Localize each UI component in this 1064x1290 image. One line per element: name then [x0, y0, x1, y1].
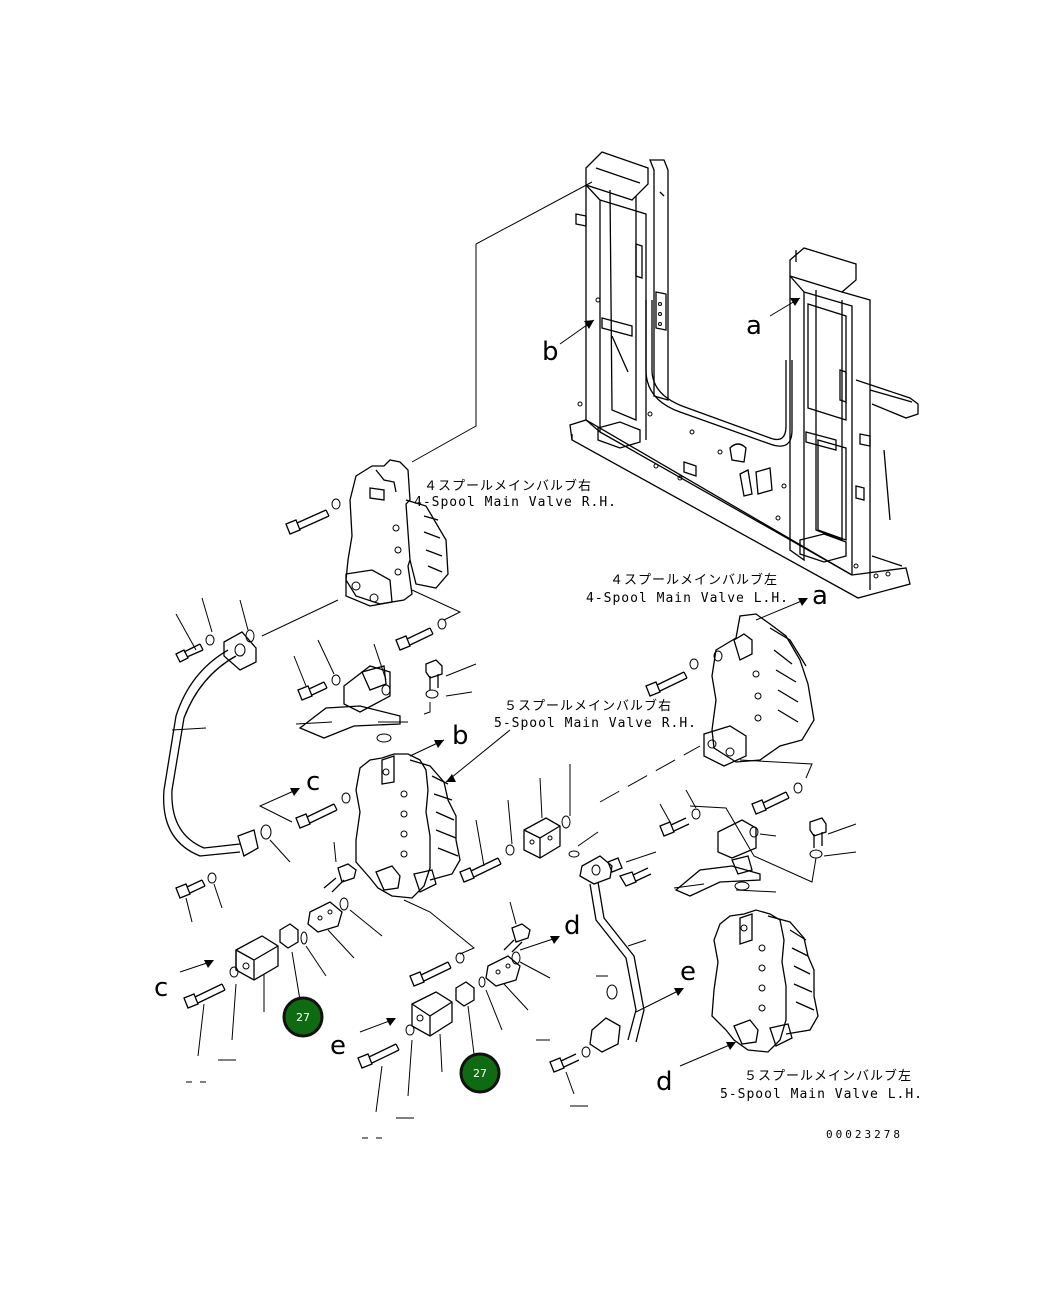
valve-letter-b: b — [452, 721, 469, 751]
fittings-d-upper — [409, 901, 560, 1041]
arrow-d-lower — [679, 1042, 736, 1067]
main-frame — [569, 151, 919, 599]
bracket-middle-left — [293, 639, 401, 739]
valve-4-spool-rh — [345, 459, 449, 607]
letter-c-upper: c — [306, 767, 320, 797]
pipe-left — [162, 631, 259, 857]
leader-5rh — [445, 729, 511, 783]
leader-4lh-bottom — [739, 759, 813, 779]
bolt-5rh-left — [295, 792, 351, 829]
valve-arrow-a — [755, 598, 808, 621]
label-5lh-jp: ５スプールメインバルブ左 — [744, 1068, 912, 1084]
oring-left-mid — [260, 824, 272, 840]
drawing-number: 00023278 — [826, 1128, 903, 1141]
valve-4-spool-lh — [703, 613, 815, 767]
bolt-vertical-lower — [323, 841, 357, 893]
label-5lh-en: 5-Spool Main Valve L.H. — [720, 1087, 923, 1102]
leader-4rh-to-frame — [411, 181, 593, 463]
label-5rh-jp: ５スプールメインバルブ右 — [504, 698, 672, 714]
arrow-c-upper — [258, 788, 300, 823]
frame-arrow-b — [559, 319, 595, 345]
callout-27-second-label: 27 — [473, 1067, 487, 1080]
frame-letter-b: b — [542, 337, 559, 367]
valve-letter-a: a — [812, 581, 828, 611]
bolt-4rh-upper — [285, 498, 341, 535]
leader-5rh-bottom — [403, 899, 475, 955]
callout-27-second[interactable]: 27 — [459, 1052, 501, 1094]
leader-5rh-tip — [446, 774, 456, 782]
dash-leader-mid — [599, 745, 701, 803]
valve-arrow-b — [409, 739, 445, 757]
label-4lh-en: 4-Spool Main Valve L.H. — [586, 591, 789, 606]
label-4lh-jp: ４スプールメインバルブ左 — [610, 572, 778, 588]
bolt-4lh-upper — [645, 650, 723, 697]
leader-4rh-bottom — [411, 589, 462, 621]
label-4rh-en: 4-Spool Main Valve R.H. — [414, 495, 617, 510]
bolt-4lh-lower — [751, 782, 803, 815]
fittings-left-top — [175, 597, 339, 663]
middle-block — [459, 764, 599, 883]
bracket-right — [659, 789, 857, 897]
pipe-right — [549, 851, 684, 1107]
leader-oring-left-mid — [269, 839, 291, 863]
bolt-left-lower — [175, 872, 223, 923]
frame-letter-a: a — [746, 311, 762, 341]
letter-c-lower: c — [154, 973, 168, 1003]
connector-c — [179, 923, 327, 1083]
flange-lower-mid — [307, 897, 383, 959]
bolt-vertical-mid — [423, 659, 477, 715]
callout-27-first[interactable]: 27 — [282, 996, 324, 1038]
frame-arrow-a — [769, 297, 801, 317]
callout-27-first-label: 27 — [296, 1011, 310, 1024]
bolt-4rh-lower — [395, 618, 447, 651]
letter-e-upper: e — [680, 957, 696, 987]
connector-e — [357, 976, 503, 1139]
letter-d-lower: d — [656, 1067, 673, 1097]
label-4rh-jp: ４スプールメインバルブ右 — [424, 478, 592, 494]
label-5rh-en: 5-Spool Main Valve R.H. — [494, 716, 697, 731]
valve-5-spool-rh — [355, 721, 461, 899]
letter-e-lower: e — [330, 1031, 346, 1061]
letter-d-upper: d — [564, 911, 581, 941]
valve-5-spool-lh — [711, 881, 819, 1053]
